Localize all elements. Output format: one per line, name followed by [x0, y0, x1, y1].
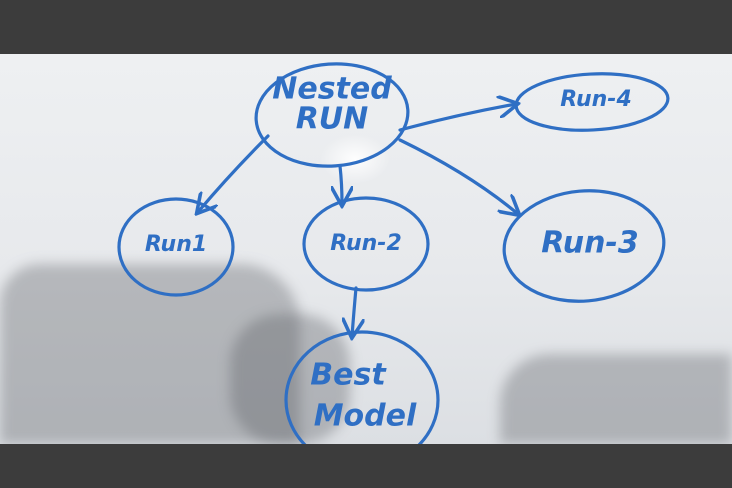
node-nested-run: Nested RUN [254, 62, 410, 168]
node-run-4: Run-4 [514, 72, 670, 132]
node-run-1-label: Run1 [145, 232, 207, 257]
edge-nested-to-run3 [398, 138, 518, 214]
node-nested-line-1: Nested [272, 72, 392, 107]
edge-nested-to-run4 [398, 104, 516, 132]
hand-shadow-right [500, 354, 732, 444]
whiteboard [0, 54, 732, 444]
node-run-3: Run-3 [502, 189, 666, 303]
node-best-line-2: Model [314, 399, 417, 434]
node-run-1: Run1 [117, 197, 235, 297]
edge-nested-to-run1 [198, 134, 270, 212]
edge-run2-to-best [352, 286, 356, 336]
node-run-4-label: Run-4 [560, 87, 632, 112]
node-run-2-label: Run-2 [330, 231, 402, 256]
node-best-line-1: Best [310, 358, 387, 393]
light-glare [320, 134, 390, 184]
node-run-3-label: Run-3 [541, 226, 639, 261]
node-nested-line-2: RUN [296, 102, 369, 137]
node-run-2: Run-2 [302, 196, 430, 292]
hand-shadow-left [0, 264, 300, 444]
node-best-model: Best Model [284, 330, 440, 444]
edge-nested-to-run2 [340, 164, 342, 204]
whiteboard-diagram: Nested RUN Run-4 Run1 Run-2 Run-3 Best M… [117, 62, 670, 444]
